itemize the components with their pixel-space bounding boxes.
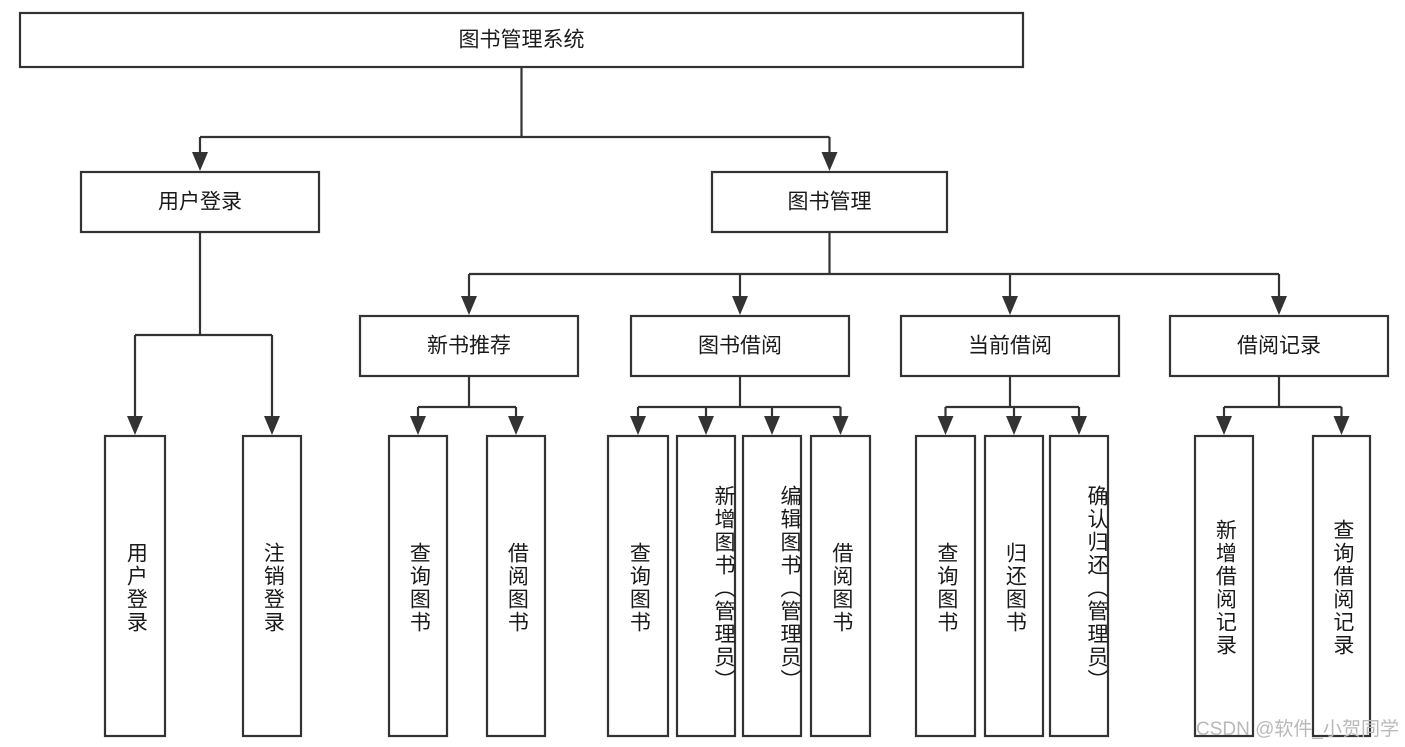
arrow-head-icon — [732, 296, 748, 315]
node-leaf-add-book[interactable] — [675, 434, 737, 738]
node-leaf-borrow-book-1[interactable] — [485, 434, 547, 738]
node-box — [675, 434, 737, 738]
node-box — [809, 434, 872, 738]
node-box — [629, 314, 851, 378]
node-box — [741, 434, 803, 738]
arrow-head-icon — [764, 416, 780, 435]
node-box — [18, 11, 1025, 69]
node-leaf-query-book-3[interactable] — [914, 434, 977, 738]
node-label: 图书管理系统 — [459, 29, 585, 52]
node-box — [710, 170, 949, 234]
node-current[interactable]: 当前借阅 — [899, 314, 1121, 378]
node-box — [387, 434, 449, 738]
node-bookmgmt[interactable]: 图书管理 — [710, 170, 949, 234]
node-box — [485, 434, 547, 738]
arrow-head-icon — [1271, 296, 1287, 315]
node-leaf-add-record[interactable] — [1193, 434, 1255, 738]
node-label: 图书借阅 — [698, 335, 782, 358]
arrow-head-icon — [192, 152, 208, 171]
node-box — [606, 434, 670, 738]
node-label: 图书管理 — [788, 191, 872, 214]
arrow-head-icon — [1006, 416, 1022, 435]
arrow-head-icon — [410, 416, 426, 435]
node-leaf-edit-book[interactable] — [741, 434, 803, 738]
node-leaf-query-book-2[interactable] — [606, 434, 670, 738]
node-leaf-return-book[interactable] — [983, 434, 1045, 738]
arrow-head-icon — [508, 416, 524, 435]
node-box — [241, 434, 303, 738]
arrow-head-icon — [832, 416, 849, 435]
node-root[interactable]: 图书管理系统 — [18, 11, 1025, 69]
node-leaf-user-login[interactable] — [103, 434, 167, 738]
edge-layer — [127, 67, 1350, 435]
node-box — [1168, 314, 1390, 378]
node-leaf-confirm-return[interactable] — [1048, 434, 1110, 738]
arrow-head-icon — [630, 416, 646, 435]
node-newbook[interactable]: 新书推荐 — [358, 314, 580, 378]
node-box — [103, 434, 167, 738]
node-box — [914, 434, 977, 738]
node-leaf-borrow-book-2[interactable] — [809, 434, 872, 738]
arrow-head-icon — [937, 416, 954, 435]
node-login[interactable]: 用户登录 — [79, 170, 321, 234]
node-label: 当前借阅 — [968, 335, 1052, 358]
node-leaf-query-record[interactable] — [1311, 434, 1372, 738]
node-label: 新书推荐 — [427, 335, 511, 358]
arrow-head-icon — [1333, 416, 1350, 435]
arrow-head-icon — [698, 416, 714, 435]
node-box — [899, 314, 1121, 378]
node-leaf-query-book-1[interactable] — [387, 434, 449, 738]
node-box — [358, 314, 580, 378]
arrow-head-icon — [264, 416, 280, 435]
node-label: 用户登录 — [158, 191, 242, 214]
node-box — [983, 434, 1045, 738]
node-borrow[interactable]: 图书借阅 — [629, 314, 851, 378]
node-record[interactable]: 借阅记录 — [1168, 314, 1390, 378]
arrow-head-icon — [461, 296, 477, 315]
node-box — [1193, 434, 1255, 738]
node-box — [79, 170, 321, 234]
arrow-head-icon — [1002, 296, 1018, 315]
node-leaf-logout[interactable] — [241, 434, 303, 738]
node-box — [1048, 434, 1110, 738]
arrow-head-icon — [127, 416, 143, 435]
node-box — [1311, 434, 1372, 738]
arrow-head-icon — [1071, 416, 1087, 435]
node-label: 借阅记录 — [1237, 335, 1321, 358]
arrow-head-icon — [821, 152, 838, 171]
arrow-head-icon — [1216, 416, 1232, 435]
